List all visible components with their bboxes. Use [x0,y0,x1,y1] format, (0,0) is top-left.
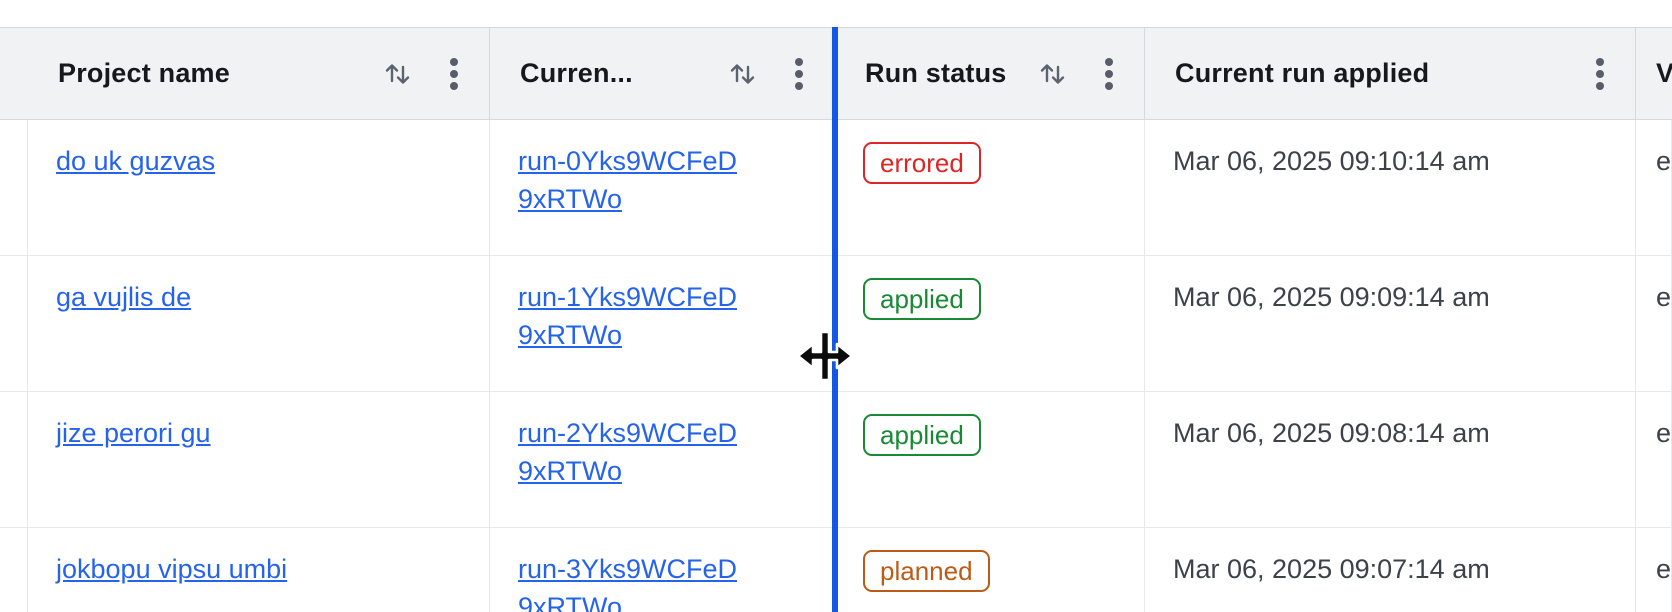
current-run-cell: run-2Yks9WCFeD9xRTWo [490,392,835,528]
current-run-applied-value: Mar 06, 2025 09:10:14 am [1173,146,1490,176]
run-link[interactable]: run-2Yks9WCFeD9xRTWo [518,418,738,486]
sort-arrows-icon [1040,63,1065,84]
run-status-badge: planned [863,550,990,592]
column-header-run-status[interactable]: Run status [835,28,1145,120]
header-controls [1571,57,1605,91]
run-link[interactable]: run-0Yks9WCFeD9xRTWo [518,146,738,214]
column-label-clipped: V [1656,58,1672,89]
run-status-cell: applied [835,392,1145,528]
clipped-cell: e [1636,392,1672,528]
clipped-value: e [1656,418,1672,448]
column-header-current-run[interactable]: Curren... [490,28,835,120]
current-run-cell: run-1Yks9WCFeD9xRTWo [490,256,835,392]
column-menu-button[interactable] [794,57,804,91]
sort-button[interactable] [383,59,413,89]
column-label-current-run: Curren... [520,58,633,88]
project-link[interactable]: do uk guzvas [56,146,216,176]
clipped-cell: e [1636,256,1672,392]
project-link[interactable]: ga vujlis de [56,282,192,312]
sort-button[interactable] [728,59,758,89]
project-link[interactable]: jize perori gu [56,418,211,448]
column-header-clipped[interactable]: V [1636,28,1672,120]
column-menu-button[interactable] [1104,57,1114,91]
kebab-menu-icon [450,57,458,90]
header-controls [1014,57,1114,91]
column-menu-button[interactable] [449,57,459,91]
kebab-menu-icon [1105,57,1113,90]
column-label-current-run-applied: Current run applied [1175,58,1430,88]
kebab-menu-icon [795,57,803,90]
run-status-badge: applied [863,414,981,456]
run-link[interactable]: run-1Yks9WCFeD9xRTWo [518,282,738,350]
run-status-badge: applied [863,278,981,320]
column-menu-button[interactable] [1595,57,1605,91]
column-label-run-status: Run status [865,58,1007,88]
projects-table: Project name Curren... Run status Curren… [0,27,1672,612]
clipped-value: e [1656,146,1672,176]
current-run-cell: run-3Yks9WCFeD9xRTWo [490,528,835,612]
current-run-applied-cell: Mar 06, 2025 09:09:14 am [1145,256,1636,392]
current-run-applied-cell: Mar 06, 2025 09:07:14 am [1145,528,1636,612]
column-resize-indicator[interactable] [832,27,838,612]
column-label-project-name: Project name [58,58,230,88]
row-spacer-cell [0,120,28,256]
current-run-applied-cell: Mar 06, 2025 09:10:14 am [1145,120,1636,256]
column-header-current-run-applied[interactable]: Current run applied [1145,28,1636,120]
run-status-cell: planned [835,528,1145,612]
sort-arrows-icon [730,63,755,84]
row-spacer-cell [0,528,28,612]
row-spacer-cell [0,256,28,392]
sort-button[interactable] [1038,59,1068,89]
run-status-badge: errored [863,142,981,184]
run-link[interactable]: run-3Yks9WCFeD9xRTWo [518,554,738,612]
clipped-cell: e [1636,528,1672,612]
clipped-value: e [1656,554,1672,584]
project-name-cell: jize perori gu [28,392,490,528]
run-status-cell: errored [835,120,1145,256]
project-link[interactable]: jokbopu vipsu umbi [56,554,288,584]
column-header-project-name[interactable]: Project name [28,28,490,120]
clipped-cell: e [1636,120,1672,256]
current-run-applied-cell: Mar 06, 2025 09:08:14 am [1145,392,1636,528]
sort-arrows-icon [385,63,410,84]
run-status-cell: applied [835,256,1145,392]
project-name-cell: jokbopu vipsu umbi [28,528,490,612]
project-name-cell: ga vujlis de [28,256,490,392]
clipped-value: e [1656,282,1672,312]
header-controls [359,57,459,91]
project-name-cell: do uk guzvas [28,120,490,256]
current-run-applied-value: Mar 06, 2025 09:09:14 am [1173,282,1490,312]
row-spacer-cell [0,392,28,528]
kebab-menu-icon [1596,57,1604,90]
current-run-cell: run-0Yks9WCFeD9xRTWo [490,120,835,256]
current-run-applied-value: Mar 06, 2025 09:08:14 am [1173,418,1490,448]
current-run-applied-value: Mar 06, 2025 09:07:14 am [1173,554,1490,584]
header-controls [704,57,804,91]
